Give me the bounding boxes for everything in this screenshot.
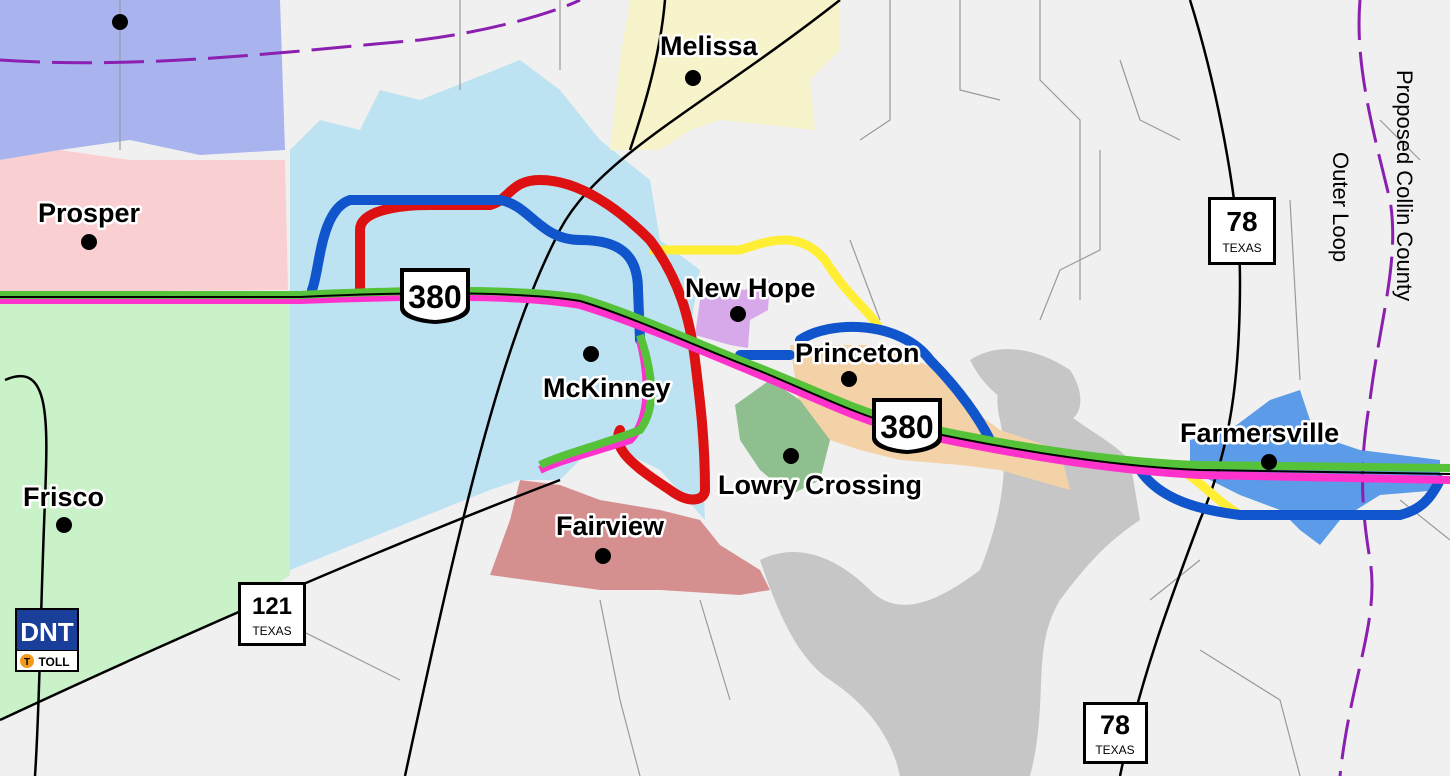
sh121-shield-state: TEXAS xyxy=(252,624,291,638)
city-label-frisco: Frisco xyxy=(23,482,104,512)
city-markers xyxy=(56,14,1277,564)
dnt-shield-top: DNT xyxy=(20,617,74,647)
us380-green-route xyxy=(0,286,1450,472)
city-dot-mckinney xyxy=(583,346,599,362)
sh78-shield-south-number: 78 xyxy=(1100,710,1130,740)
us75-highway xyxy=(403,0,841,776)
toll-badge-letter: T xyxy=(24,657,30,668)
city-label-new-hope: New Hope xyxy=(685,273,816,303)
city-label-melissa: Melissa xyxy=(660,31,759,61)
sh78-shield-south: 78 TEXAS xyxy=(1083,702,1148,764)
sh121-shield-number: 121 xyxy=(252,593,292,620)
city-dot-fairview xyxy=(595,548,611,564)
sh5-highway xyxy=(628,0,667,151)
dnt-highway xyxy=(4,374,48,776)
melissa-area xyxy=(610,0,840,150)
us380-shield-west-number: 380 xyxy=(408,279,461,315)
city-label-princeton: Princeton xyxy=(795,338,920,368)
dnt-shield-bottom: TOLL xyxy=(38,655,69,669)
celina-area xyxy=(0,0,285,160)
sh121-shield: 121 TEXAS xyxy=(238,582,306,646)
city-dot-melissa xyxy=(685,70,701,86)
city-dot-frisco xyxy=(56,517,72,533)
city-label-prosper: Prosper xyxy=(38,198,141,228)
city-dot-celina xyxy=(112,14,128,30)
sh78-shield-north: 78 TEXAS xyxy=(1208,197,1276,265)
city-label-mckinney: McKinney xyxy=(543,373,671,403)
sh78-shield-south-state: TEXAS xyxy=(1095,743,1134,757)
city-dot-prosper xyxy=(81,234,97,250)
blue-route xyxy=(307,195,1445,520)
city-dot-princeton xyxy=(841,371,857,387)
sh78-shield-north-number: 78 xyxy=(1226,206,1257,237)
dnt-shield: DNT T TOLL xyxy=(15,608,79,672)
prosper-area xyxy=(0,150,288,292)
us380-centerline xyxy=(0,292,1450,475)
sh78-shield-north-state: TEXAS xyxy=(1222,241,1261,255)
mckinney-area xyxy=(290,60,705,570)
city-dot-farmersville xyxy=(1261,454,1277,470)
city-label-lowry-crossing: Lowry Crossing xyxy=(718,470,922,500)
outer-loop-label-line1: Proposed Collin County xyxy=(1392,70,1417,301)
city-labels: Melissa Prosper New Hope Princeton McKin… xyxy=(21,29,1342,544)
fairview-area xyxy=(490,480,770,595)
lowry-crossing-area xyxy=(735,380,830,495)
city-dot-lowry-crossing xyxy=(783,448,799,464)
us380-shield-east: 380 xyxy=(872,398,942,454)
city-label-fairview: Fairview xyxy=(556,511,665,541)
us380-shield-west: 380 xyxy=(400,268,470,324)
us380-shield-east-number: 380 xyxy=(880,409,933,445)
outer-loop-route xyxy=(0,0,1395,776)
city-dot-new-hope xyxy=(730,306,746,322)
sh78-highway xyxy=(1118,0,1242,776)
outer-loop-label-line2: Outer Loop xyxy=(1328,152,1353,262)
outer-loop-label: Proposed Collin County Outer Loop xyxy=(1328,70,1417,301)
lake-area-north xyxy=(970,349,1081,422)
city-label-farmersville: Farmersville xyxy=(1180,418,1339,448)
toll-badge-icon xyxy=(20,654,34,668)
